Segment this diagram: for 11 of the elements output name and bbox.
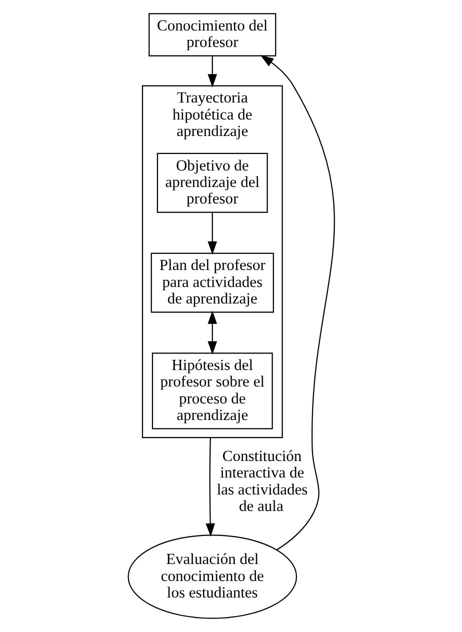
arrow: [207, 310, 217, 355]
node-ellipse: Evaluación del conocimiento de los estudiantes: [127, 534, 297, 619]
arrow: [207, 56, 217, 88]
node-box: Plan del profesor para actividades de aprendizaje: [150, 252, 274, 313]
arrow: [260, 55, 334, 550]
node-box: Objetivo de aprendizaje del profesor: [156, 152, 268, 213]
arrow: [205, 438, 214, 537]
node-box: Conocimiento del profesor: [148, 13, 276, 56]
edge-label: Constitución interactiva de las actividades de aula: [216, 448, 308, 515]
node-box: Hipótesis del profesor sobre el proceso de aprendizaje: [151, 352, 272, 430]
arrow: [207, 212, 217, 255]
